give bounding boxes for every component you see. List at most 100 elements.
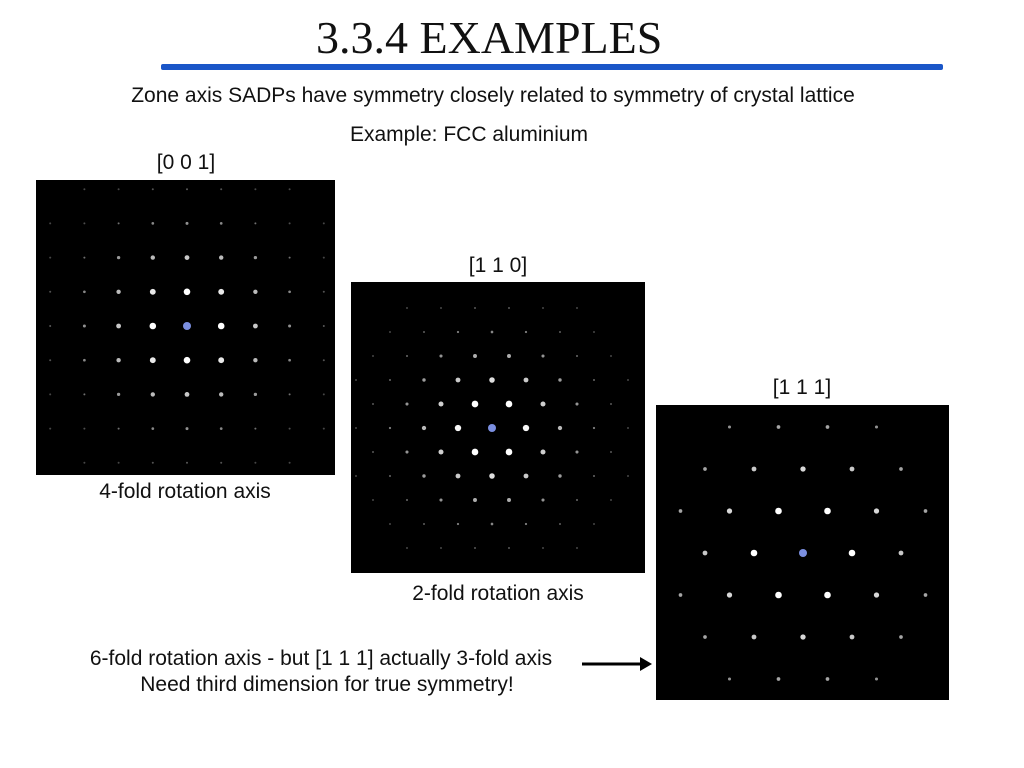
diffraction-spot (151, 427, 155, 430)
diffraction-spot (473, 354, 477, 358)
diffraction-spot (727, 425, 732, 429)
diffraction-spot (454, 424, 462, 432)
diffraction-spot (83, 256, 86, 259)
zone-axis-label-111: [1 1 1] (772, 376, 832, 399)
diffraction-spot (438, 449, 444, 455)
diffraction-spot (873, 508, 880, 514)
diffraction-spot (557, 425, 563, 431)
diffraction-spot (471, 448, 479, 456)
diffraction-spot (776, 677, 781, 681)
diffraction-spot (593, 523, 595, 525)
diffraction-spot (372, 355, 374, 357)
diffraction-spot (355, 475, 357, 477)
diffraction-spot (389, 523, 391, 525)
diffraction-spot (116, 358, 121, 363)
diffraction-spot (151, 188, 154, 191)
slide-title: 3.3.4 EXAMPLES (316, 12, 663, 63)
diffraction-spot (507, 354, 511, 358)
diffraction-spot (149, 357, 156, 364)
diffraction-spot (322, 393, 325, 396)
diffraction-spot (406, 499, 408, 501)
diffraction-spot (524, 522, 528, 526)
diffraction-spot (406, 355, 408, 357)
diffraction-spot (186, 188, 188, 191)
diffraction-spot (406, 547, 408, 549)
zone-axis-label-001: [0 0 1] (156, 151, 216, 174)
diffraction-spot (49, 393, 52, 396)
diffraction-spot (150, 392, 155, 397)
diffraction-spot (524, 330, 528, 334)
diffraction-spot (899, 635, 903, 639)
diffraction-spot (405, 450, 409, 454)
diffraction-spot (703, 635, 707, 639)
diffraction-spot (151, 222, 155, 225)
diffraction-spot (406, 307, 408, 309)
diffraction-spot (217, 322, 225, 330)
diffraction-spot (288, 256, 291, 259)
diffraction-spot (923, 593, 928, 597)
diffraction-spot (541, 354, 545, 358)
zone-axis-label-110: [1 1 0] (468, 254, 528, 277)
diffraction-spot (775, 507, 782, 515)
diffraction-spot (505, 400, 513, 408)
diffraction-spot (541, 498, 545, 502)
diffraction-spot (149, 322, 157, 330)
diffraction-spot (49, 256, 52, 259)
diffraction-spot (824, 507, 831, 515)
diffraction-spot (540, 401, 546, 407)
diffraction-spot (899, 467, 903, 471)
diffraction-spot (151, 461, 154, 464)
diffraction-spot (423, 331, 425, 333)
diffraction-spot (474, 547, 476, 549)
diffraction-spot (873, 592, 880, 598)
diffraction-spot (440, 307, 442, 309)
diffraction-spot (559, 523, 561, 525)
diffraction-spot (219, 255, 224, 260)
diffraction-spot (489, 377, 495, 383)
diffraction-spot (254, 427, 257, 430)
diffraction-spot (220, 188, 223, 191)
diffraction-spot (576, 355, 578, 357)
diffraction-spot (849, 466, 855, 472)
diffraction-spot (388, 426, 392, 430)
diffraction-spot (898, 550, 904, 556)
diffraction-spot (116, 289, 121, 294)
diffraction-spot (322, 325, 325, 327)
diffraction-pattern-110 (351, 282, 645, 573)
diffraction-spot (253, 289, 258, 294)
diffraction-spot (751, 466, 757, 472)
diffraction-spot (83, 358, 86, 362)
diffraction-spot (523, 473, 529, 479)
diffraction-spot (219, 392, 224, 397)
diffraction-spot (49, 427, 52, 430)
diffraction-spot (800, 466, 806, 472)
diffraction-spot (490, 330, 494, 334)
diffraction-spot (372, 499, 374, 501)
diffraction-spot (593, 475, 595, 477)
diffraction-spot (610, 355, 612, 357)
diffraction-spot (288, 358, 291, 362)
diffraction-spot (726, 508, 733, 514)
diffraction-spot (422, 474, 426, 478)
diffraction-spot (726, 592, 733, 598)
diffraction-spot (389, 331, 391, 333)
diffraction-spot (522, 424, 530, 432)
note-line-2: Need third dimension for true symmetry! (140, 673, 514, 696)
diffraction-spot (610, 403, 612, 405)
diffraction-spot (219, 427, 223, 430)
diffraction-spot (474, 307, 476, 309)
arrow-icon (582, 657, 652, 671)
diffraction-spot (117, 222, 120, 225)
diffraction-spot (678, 593, 683, 597)
diffraction-spot (117, 188, 120, 191)
diffraction-spot (288, 324, 292, 328)
diffraction-spot (848, 549, 856, 557)
diffraction-spot (825, 677, 830, 681)
diffraction-spot (288, 188, 291, 191)
diffraction-spot (183, 288, 191, 296)
diffraction-spot (49, 222, 52, 225)
diffraction-spot (593, 379, 595, 381)
caption-001: 4-fold rotation axis (99, 480, 271, 503)
diffraction-spot (82, 324, 86, 328)
diffraction-spot (186, 461, 188, 464)
